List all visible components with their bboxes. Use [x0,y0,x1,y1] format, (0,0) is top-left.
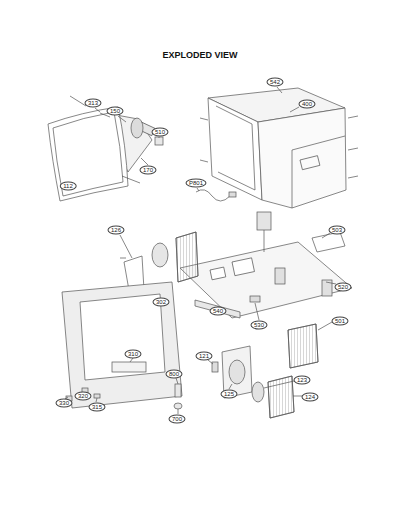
front-cabinet [62,282,182,408]
callout-number: 315 [88,403,105,412]
callout-number: 510 [151,128,168,137]
callout-number: 125 [220,390,237,399]
callout-number: 302 [152,298,169,307]
callout-number: 400 [298,100,315,109]
leader-lines [65,87,336,414]
callout-number: 530 [250,321,267,330]
back-cover [200,88,358,208]
power-cord [196,190,230,201]
lower-speaker [174,346,294,418]
callout-number: 124 [301,393,318,402]
callout-number: P801 [185,179,206,188]
callout-number: 170 [139,166,156,175]
diagram-title: EXPLODED VIEW [162,50,237,60]
callout-number: 330 [55,399,72,408]
callout-number: 112 [60,182,77,191]
callout-number: 320 [74,392,91,401]
callout-number: 150 [106,107,123,116]
callout-number: 121 [195,352,212,361]
callout-number: 503 [328,226,345,235]
callout-number: 700 [168,415,185,424]
callout-number: 540 [209,307,226,316]
callout-number: 123 [293,376,310,385]
callout-number: 501 [331,317,348,326]
callout-number: 313 [84,99,101,108]
callout-number: 310 [124,350,141,359]
right-speaker [288,324,318,368]
callout-number: 542 [266,78,283,87]
callout-number: 800 [165,370,182,379]
main-chassis [180,212,352,318]
callout-number: 126 [107,226,124,235]
picture-tube [48,96,163,201]
callout-number: 520 [334,283,351,292]
